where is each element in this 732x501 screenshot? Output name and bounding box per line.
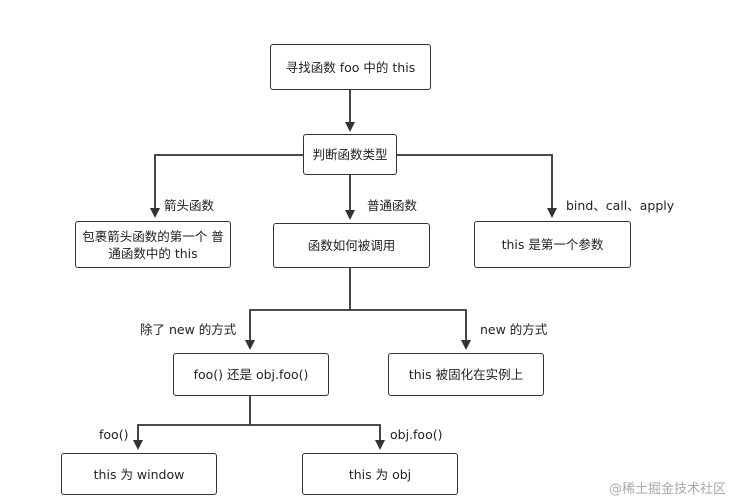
edge-arrow-fn [150, 154, 303, 218]
edge-label-not-new: 除了 new 的方式 [140, 322, 237, 337]
edge-label-obj-call: obj.foo() [390, 427, 443, 442]
edge-new-way [350, 309, 471, 350]
edge-label-bind-call-apply: bind、call、apply [566, 198, 675, 213]
node-how-called: 函数如何被调用 [273, 223, 430, 268]
edge-label-foo-call: foo() [99, 427, 129, 442]
edge-not-new [245, 309, 350, 350]
node-bind-result: this 是第一个参数 [474, 221, 631, 268]
edge-obj-call [250, 424, 385, 450]
node-judge-type: 判断函数类型 [303, 134, 397, 175]
edge-label-new-way: new 的方式 [480, 322, 548, 337]
edge-bind-call-apply [397, 154, 557, 218]
node-window-result: this 为 window [61, 453, 217, 495]
node-arrow-fn-result: 包裹箭头函数的第一个 普通函数中的 this [75, 221, 231, 268]
node-find-this: 寻找函数 foo 中的 this [270, 44, 431, 90]
edge-label-normal-fn: 普通函数 [367, 198, 418, 213]
watermark: @稀土掘金技术社区 [608, 482, 726, 497]
edge-foo-call [133, 424, 250, 450]
node-foo-or-obj: foo() 还是 obj.foo() [173, 353, 329, 396]
node-new-result: this 被固化在实例上 [388, 353, 544, 396]
edge-label-arrow-fn: 箭头函数 [164, 198, 215, 213]
node-obj-result: this 为 obj [302, 453, 458, 495]
